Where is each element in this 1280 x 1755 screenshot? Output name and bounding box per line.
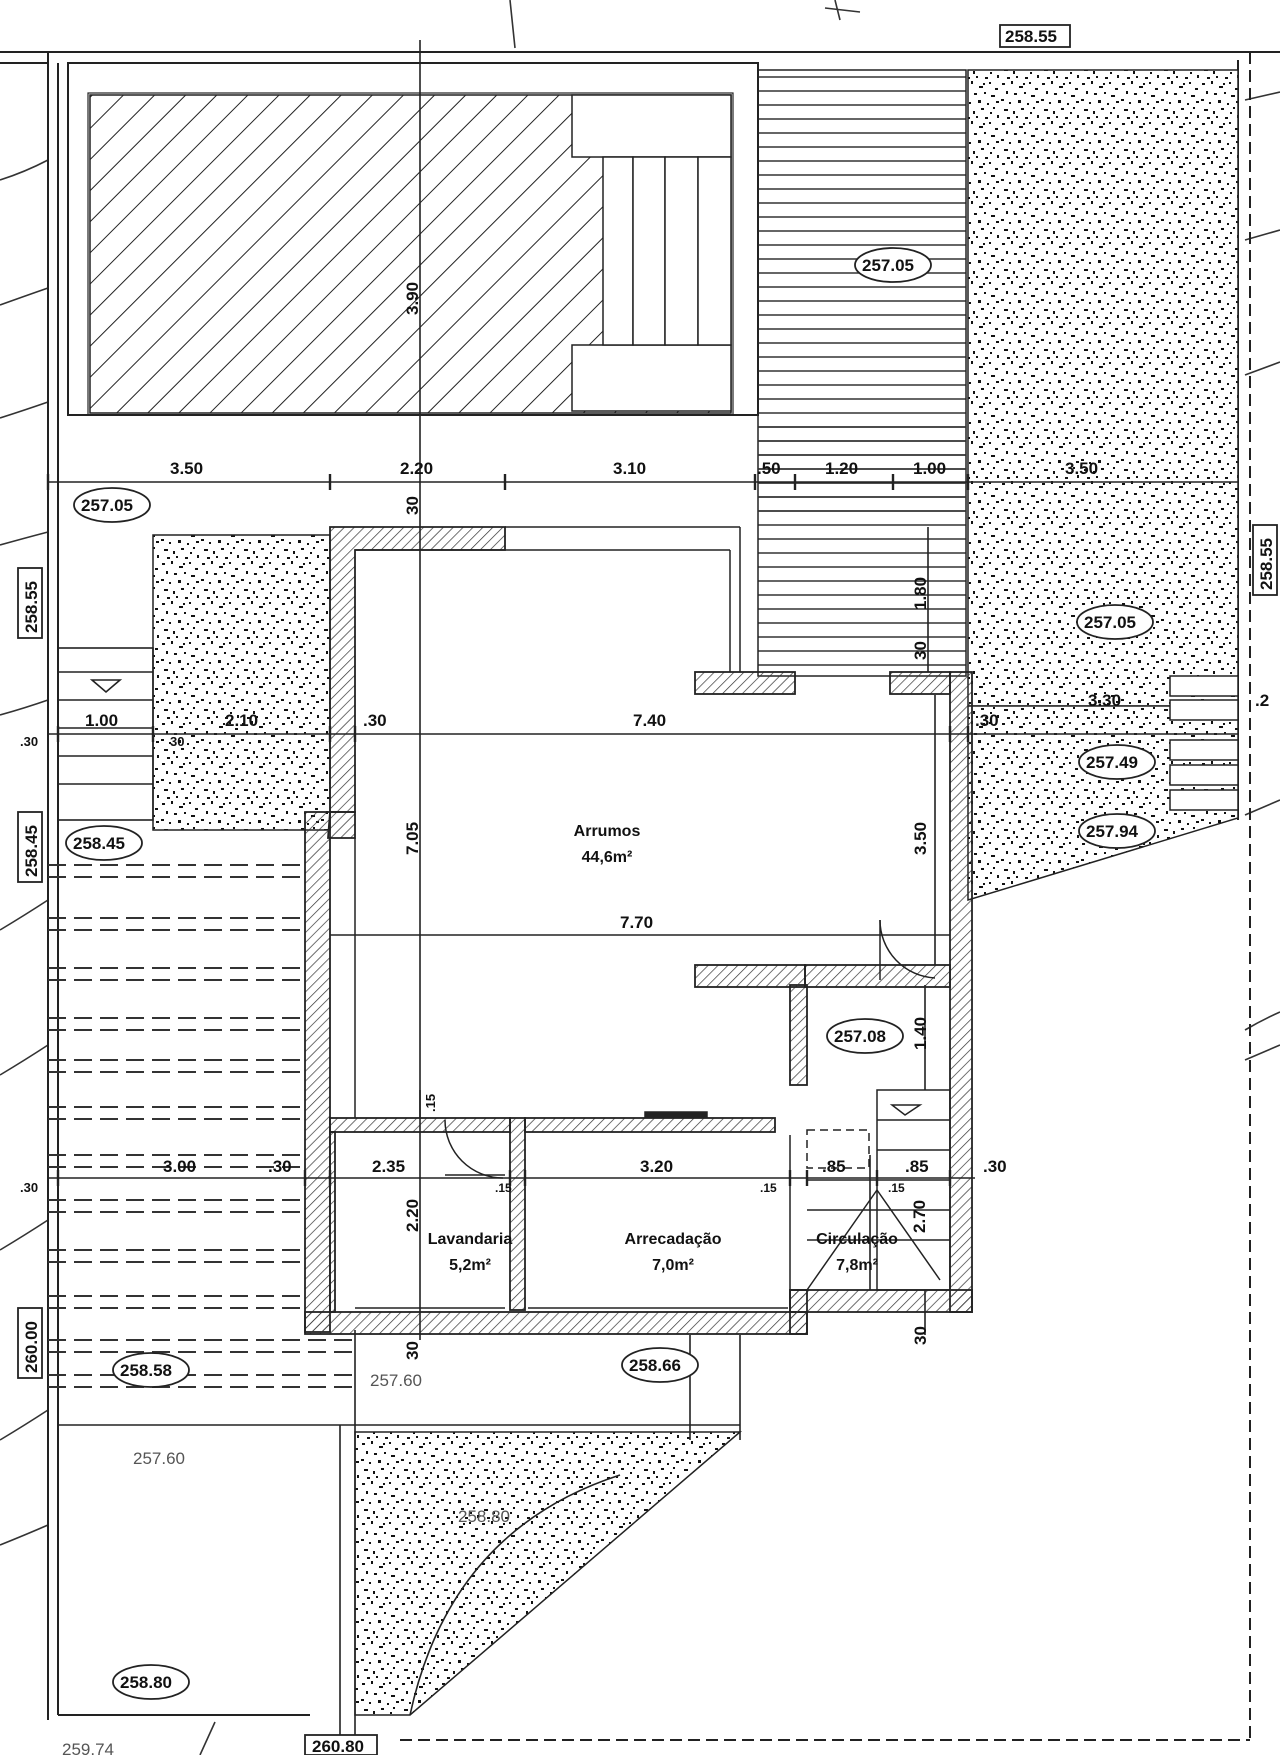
plain-level-p3: 258.80 bbox=[458, 1507, 510, 1526]
level-l14: 258.45 bbox=[22, 825, 41, 877]
dim-015-v: .15 bbox=[423, 1094, 438, 1112]
dim-085-a: .85 bbox=[822, 1157, 846, 1176]
room-name-arrumos: Arrumos bbox=[574, 823, 641, 840]
pool-steps bbox=[571, 94, 732, 412]
level-l11: 258.80 bbox=[120, 1673, 172, 1692]
dim-085-b: .85 bbox=[905, 1157, 929, 1176]
level-l9: 258.58 bbox=[120, 1361, 172, 1380]
level-l16: 260.80 bbox=[312, 1737, 364, 1755]
dim-3-00: 3.00 bbox=[163, 1157, 196, 1176]
dim-02: .2 bbox=[1255, 691, 1269, 710]
dim-3-90: 3.90 bbox=[403, 282, 422, 315]
dim-3-10: 3.10 bbox=[613, 459, 646, 478]
dim-015-b: .15 bbox=[760, 1181, 777, 1195]
level-tags bbox=[65, 247, 1156, 1700]
room-area-lavandaria: 5,2m² bbox=[449, 1257, 491, 1274]
dimension-lines bbox=[46, 40, 1238, 1340]
dim-030-c: .30 bbox=[20, 734, 38, 749]
level-l15: 260.00 bbox=[22, 1321, 41, 1373]
dim-2-70: 2.70 bbox=[910, 1200, 929, 1233]
dim-7-40: 7.40 bbox=[633, 711, 666, 730]
dim-30-c: 30 bbox=[170, 734, 184, 749]
level-l3: 257.05 bbox=[862, 256, 914, 275]
level-l10: 258.66 bbox=[629, 1356, 681, 1375]
dim-1-40: 1.40 bbox=[911, 1017, 930, 1050]
level-tag-labels: 257.05 257.05 257.05 257.49 257.94 258.4… bbox=[73, 256, 1139, 1692]
dim-015-a: .15 bbox=[495, 1181, 512, 1195]
dim-pool-left: 3.50 bbox=[170, 459, 203, 478]
dim-3-50-v: 3.50 bbox=[911, 822, 930, 855]
level-l2: 257.05 bbox=[81, 496, 133, 515]
dimension-labels: 3.50 2.20 3.10 .50 1.20 1.00 3.50 30 1.8… bbox=[20, 282, 1269, 1360]
wooden-deck bbox=[757, 69, 967, 677]
dim-030-a: .30 bbox=[363, 711, 387, 730]
dim-1-00: 1.00 bbox=[913, 459, 946, 478]
gravel-areas bbox=[152, 69, 1239, 1716]
building-walls bbox=[304, 526, 973, 1335]
boxed-levels: 258.55 258.55 258.45 260.00 258.55 260.8… bbox=[17, 24, 1278, 1755]
dim-3-30: 3.30 bbox=[1088, 691, 1121, 710]
dim-30-b: 30 bbox=[911, 641, 930, 660]
pool bbox=[67, 62, 759, 416]
dim-050: .50 bbox=[757, 459, 781, 478]
dim-3-20: 3.20 bbox=[640, 1157, 673, 1176]
plain-level-p1: 257.60 bbox=[370, 1371, 422, 1390]
plain-level-p4: 259.74 bbox=[62, 1740, 114, 1755]
dim-1-20: 1.20 bbox=[825, 459, 858, 478]
room-area-arrecadacao: 7,0m² bbox=[652, 1257, 694, 1274]
plain-levels: 257.60 257.60 258.80 259.74 bbox=[62, 1371, 510, 1755]
parking-area bbox=[48, 864, 355, 1388]
level-l12: 258.55 bbox=[22, 581, 41, 633]
dim-30-e: 30 bbox=[911, 1326, 930, 1345]
room-labels: Arrumos 44,6m² Lavandaria 5,2m² Arrecada… bbox=[428, 823, 898, 1274]
dim-2-20-v: 2.20 bbox=[403, 1199, 422, 1232]
level-l5: 257.49 bbox=[1086, 753, 1138, 772]
level-l7: 258.45 bbox=[73, 834, 125, 853]
dim-2-35: 2.35 bbox=[372, 1157, 405, 1176]
dim-030-f: .30 bbox=[20, 1180, 38, 1195]
dim-7-05: 7.05 bbox=[403, 822, 422, 855]
dim-030-e: .30 bbox=[983, 1157, 1007, 1176]
dim-1-00-left: 1.00 bbox=[85, 711, 118, 730]
garden-steps bbox=[1169, 675, 1239, 811]
dim-2-20: 2.20 bbox=[400, 459, 433, 478]
dim-30-d: 30 bbox=[403, 1341, 422, 1360]
dim-030-d: .30 bbox=[268, 1157, 292, 1176]
dim-030-b: .30 bbox=[975, 711, 999, 730]
room-name-arrecadacao: Arrecadação bbox=[625, 1231, 722, 1248]
level-l13: 258.55 bbox=[1257, 538, 1276, 590]
dim-30-a: 30 bbox=[403, 496, 422, 515]
plain-level-p2: 257.60 bbox=[133, 1449, 185, 1468]
dim-3-50-right: 3.50 bbox=[1065, 459, 1098, 478]
dim-015-c: .15 bbox=[888, 1181, 905, 1195]
level-l4: 257.05 bbox=[1084, 613, 1136, 632]
room-area-arrumos: 44,6m² bbox=[582, 849, 633, 866]
room-name-circulacao: Circulação bbox=[816, 1231, 898, 1248]
room-area-circulacao: 7,8m² bbox=[836, 1257, 878, 1274]
level-l6: 257.94 bbox=[1086, 822, 1139, 841]
room-name-lavandaria: Lavandaria bbox=[428, 1231, 513, 1248]
level-l1: 258.55 bbox=[1005, 27, 1057, 46]
dim-1-80: 1.80 bbox=[911, 577, 930, 610]
dim-7-70: 7.70 bbox=[620, 913, 653, 932]
dim-2-10: 2.10 bbox=[225, 711, 258, 730]
level-l8: 257.08 bbox=[834, 1027, 886, 1046]
